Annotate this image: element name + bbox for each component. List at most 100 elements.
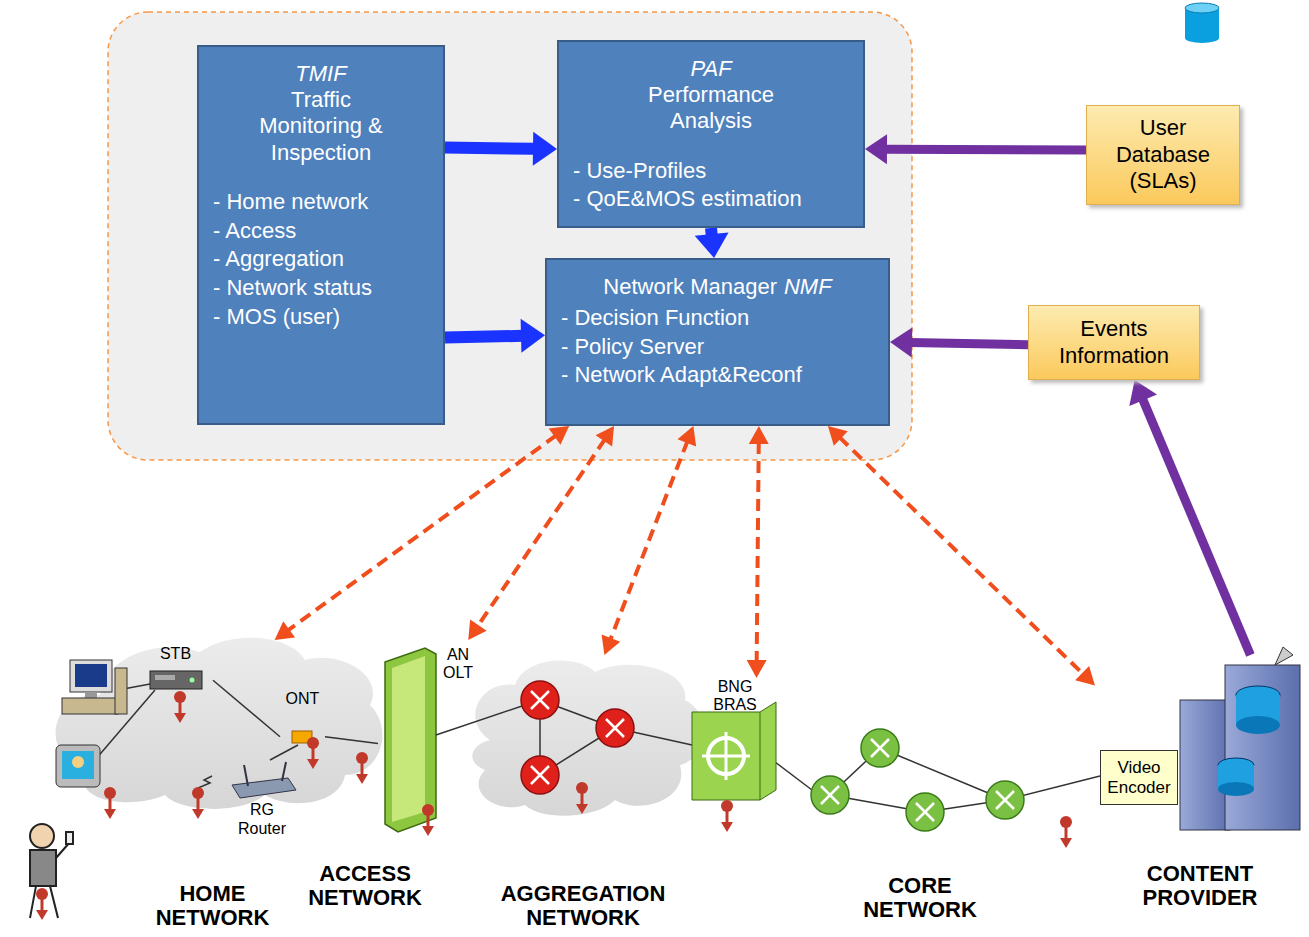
router-arrows	[821, 786, 839, 804]
probe-head	[174, 713, 186, 723]
tv-icon	[56, 745, 100, 787]
connector	[445, 132, 557, 166]
probe-head	[36, 910, 48, 920]
probe-stem	[1065, 822, 1068, 840]
probe-head	[192, 809, 204, 819]
connector	[270, 745, 298, 760]
arrow-head	[695, 232, 729, 258]
router-symbol	[596, 709, 634, 747]
node-text: HOME NETWORK	[156, 882, 270, 930]
router-symbol	[906, 793, 944, 831]
node-text: - Network status	[213, 274, 372, 303]
network-region: CONTENT PROVIDER Video Encoder	[1095, 655, 1305, 910]
router-arrows	[606, 719, 624, 737]
node-text: - Network Adapt&Reconf	[561, 361, 802, 390]
arrow-head	[1075, 666, 1095, 686]
router-icons	[521, 681, 1024, 831]
connector-line	[910, 342, 1028, 344]
probe-stem	[427, 810, 430, 828]
device: AN OLT	[378, 640, 473, 825]
node-text: RG Router	[238, 801, 286, 838]
node-text: User Database (SLAs)	[1116, 115, 1210, 194]
router-arrows	[531, 766, 549, 784]
probe-stem	[109, 793, 112, 811]
router-symbol	[811, 776, 849, 814]
function-box: Network Manager NMF - Decision Function- P…	[545, 258, 890, 426]
node-text: Events Information	[1059, 316, 1169, 369]
node-text: - MOS (user)	[213, 303, 340, 332]
user-figure	[30, 824, 73, 918]
connector	[445, 319, 545, 353]
node-text: - Policy Server	[561, 333, 704, 362]
probe-stem	[197, 793, 200, 811]
node-text: - Use-Profiles	[573, 157, 706, 186]
node-text: AGGREGATION NETWORK	[501, 882, 666, 930]
connector	[213, 680, 280, 737]
arrow-head	[549, 426, 569, 445]
device: RG Router	[222, 760, 302, 838]
connector-line	[288, 435, 557, 630]
network-region: AGGREGATION NETWORK	[476, 655, 690, 930]
database-icon	[1185, 3, 1219, 43]
arrow-head	[1129, 380, 1157, 406]
router-arrows	[531, 691, 549, 709]
info-box: Events Information	[1028, 305, 1200, 380]
connector-line	[839, 437, 1083, 674]
home-cloud	[56, 638, 383, 809]
connector	[325, 737, 378, 744]
node-text: - Decision Function	[561, 304, 749, 333]
node-text: AN OLT	[443, 646, 473, 683]
arrow-head	[828, 426, 848, 446]
connector-line	[757, 442, 759, 662]
encoder-box: Video Encoder	[1100, 750, 1178, 805]
probe-stem	[361, 758, 364, 776]
system-boundary	[108, 12, 912, 460]
arrow-head	[747, 660, 767, 678]
probe-stem	[581, 788, 584, 806]
device: STB	[138, 645, 213, 700]
arrow-head	[521, 319, 545, 353]
probe-head	[356, 774, 368, 784]
device: BNG BRAS	[692, 678, 778, 805]
node-text: TMIF	[295, 61, 346, 87]
node-text: PAF	[690, 56, 731, 82]
node-text: NMF	[784, 274, 832, 300]
router-arrows	[996, 791, 1014, 809]
device: ONT	[280, 690, 325, 745]
router-symbol	[986, 781, 1024, 819]
router-symbol	[521, 681, 559, 719]
arrow-head	[596, 426, 614, 447]
connector-line	[1142, 398, 1250, 655]
node-text: Network Manager	[603, 274, 777, 300]
node-text: Video Encoder	[1107, 758, 1170, 797]
probe-head	[422, 826, 434, 836]
node-text: - Access	[213, 217, 296, 246]
node-text: BNG BRAS	[713, 678, 757, 715]
stb-icon	[150, 671, 202, 689]
probe-head	[721, 822, 733, 832]
node-text: ONT	[286, 690, 320, 708]
connector	[865, 134, 1086, 164]
connector	[275, 426, 570, 640]
connector	[828, 426, 1095, 686]
connector-line	[445, 148, 535, 149]
node-text: CONTENT PROVIDER	[1143, 862, 1258, 910]
probe-stem	[726, 806, 729, 824]
arrow-head	[749, 426, 769, 444]
router-symbol	[861, 729, 899, 767]
computer-icon	[62, 660, 127, 714]
function-box: PAFPerformance Analysis- Use-Profiles- Q…	[557, 40, 865, 228]
node-text: Performance Analysis	[648, 82, 774, 135]
connector-line	[610, 441, 687, 640]
connector	[890, 327, 1028, 357]
arrow-head	[468, 619, 486, 640]
router-arrows	[871, 739, 889, 757]
probe-head	[104, 809, 116, 819]
connector	[468, 426, 614, 640]
arrow-head	[533, 132, 557, 166]
region-label: ACCESS NETWORK	[308, 862, 422, 910]
rg-router-icon	[198, 762, 296, 798]
probe-stem	[312, 743, 315, 761]
arrow-head	[890, 327, 912, 357]
